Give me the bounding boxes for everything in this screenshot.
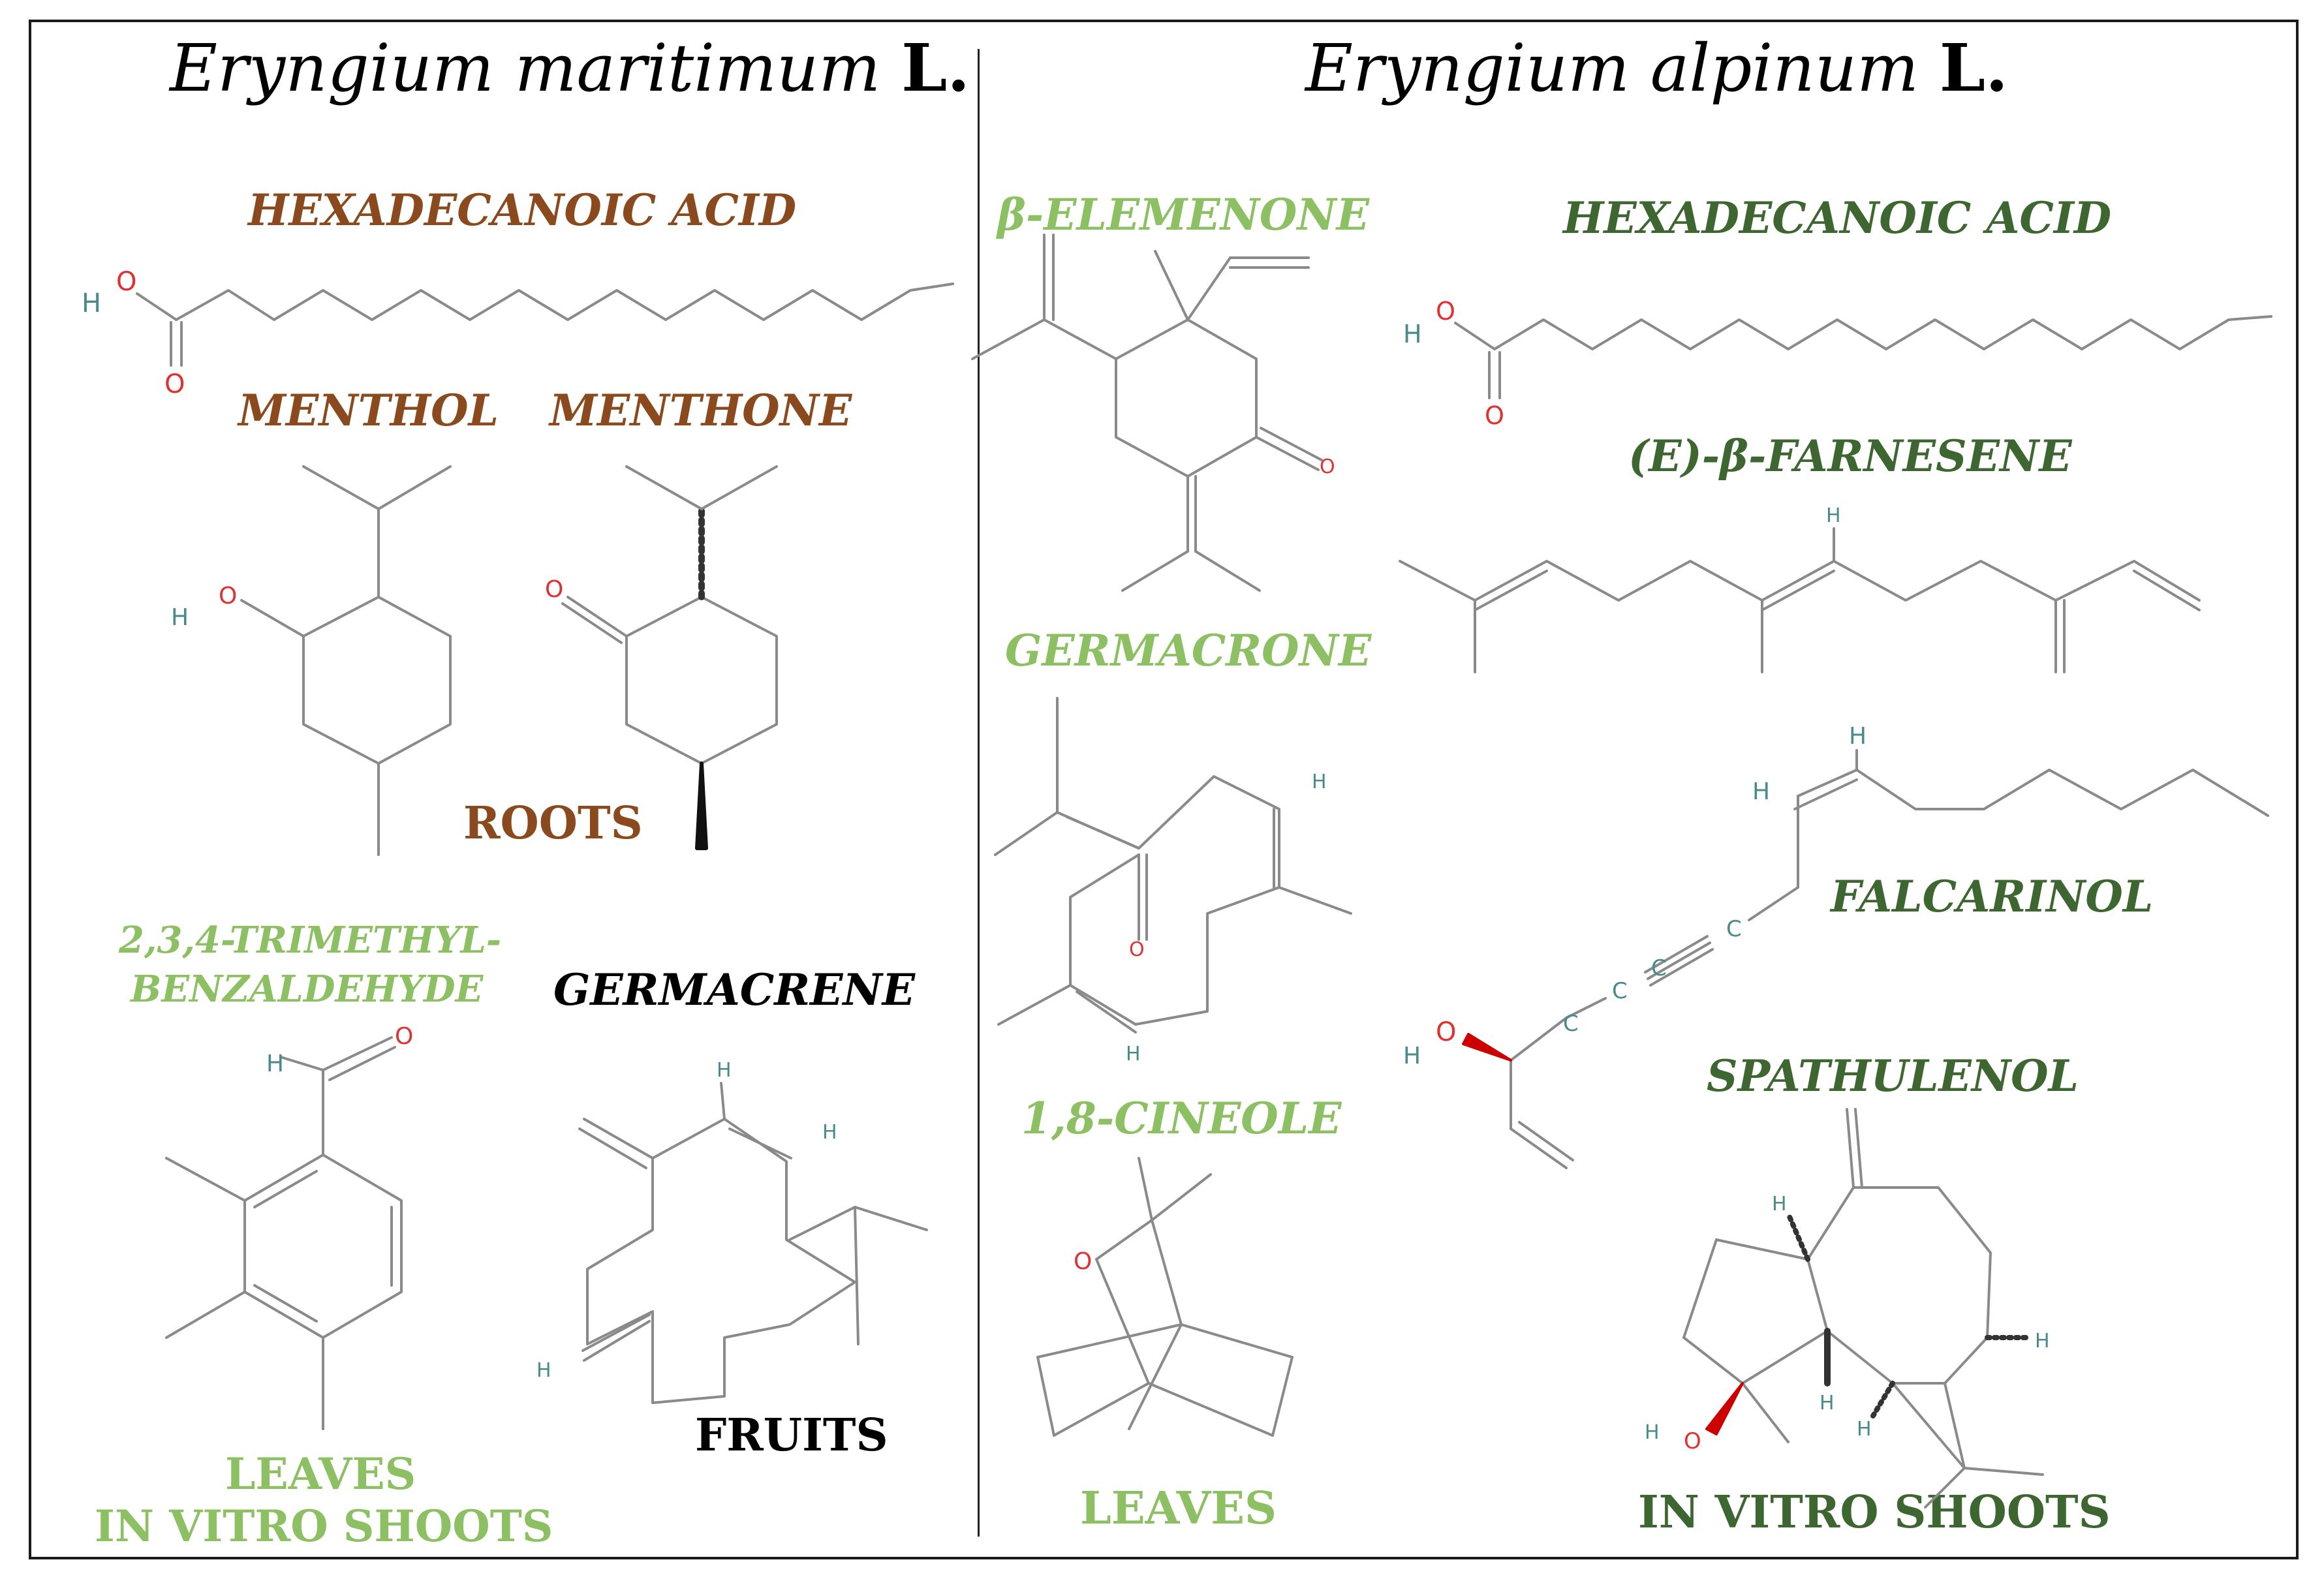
compound-label-trimethylbenzaldehyde-line1: 2,3,4-TRIMETHYL- bbox=[119, 919, 502, 962]
atom-hydrogen: H bbox=[1403, 320, 1422, 348]
structure-trimethylbenzaldehyde: O H bbox=[165, 1023, 413, 1430]
compound-label-menthol: MENTHOL bbox=[238, 385, 499, 436]
atom-hydrogen: H bbox=[1849, 723, 1867, 750]
atom-oxygen: O bbox=[116, 267, 136, 297]
right-panel-title: Eryngium alpinum L. bbox=[1305, 29, 2008, 106]
organ-label-fruits: FRUITS bbox=[695, 1409, 888, 1462]
atom-hydrogen: H bbox=[1772, 1193, 1787, 1216]
right-species-name: Eryngium alpinum bbox=[1305, 30, 1919, 106]
atom-carbon: C bbox=[1726, 916, 1742, 942]
organ-label-in-vitro-shoots-right: IN VITRO SHOOTS bbox=[1638, 1486, 2111, 1539]
structure-spathulenol: O H H H H H bbox=[1645, 1108, 2050, 1509]
atom-hydrogen: H bbox=[1645, 1421, 1660, 1444]
organ-label-leaves-right: LEAVES bbox=[1080, 1482, 1277, 1535]
left-panel-title: Eryngium maritimum L. bbox=[170, 29, 970, 106]
organ-label-roots: ROOTS bbox=[463, 797, 643, 850]
compound-label-spathulenol: SPATHULENOL bbox=[1707, 1050, 2079, 1101]
left-species-name: Eryngium maritimum bbox=[170, 30, 881, 106]
atom-hydrogen: H bbox=[536, 1359, 551, 1382]
atom-hydrogen: H bbox=[2035, 1330, 2050, 1353]
atom-hydrogen: H bbox=[1403, 1043, 1421, 1069]
atom-oxygen: O bbox=[545, 576, 563, 603]
atom-carbon: C bbox=[1563, 1011, 1579, 1037]
compound-label-germacrone: GERMACRONE bbox=[1005, 625, 1372, 676]
atom-hydrogen: H bbox=[822, 1121, 837, 1144]
structure-beta-elemenone: O bbox=[971, 234, 1335, 592]
compound-label-e-beta-farnesene: (E)-β-FARNESENE bbox=[1628, 431, 2072, 482]
atom-hydrogen: H bbox=[1826, 504, 1841, 527]
organ-label-in-vitro-shoots-left: IN VITRO SHOOTS bbox=[95, 1501, 553, 1552]
atom-oxygen: O bbox=[1320, 455, 1335, 478]
compound-label-beta-elemenone: β-ELEMENONE bbox=[997, 189, 1370, 240]
structure-menthol: O H bbox=[171, 465, 452, 856]
atom-hydrogen: H bbox=[717, 1059, 732, 1082]
atom-oxygen: O bbox=[1129, 938, 1145, 961]
atom-carbon: C bbox=[1612, 978, 1628, 1004]
atom-carbon: C bbox=[1651, 955, 1667, 981]
atom-oxygen: O bbox=[1436, 1017, 1456, 1047]
compound-label-menthone: MENTHONE bbox=[550, 385, 852, 436]
structure-germacrone: O H H bbox=[994, 697, 1352, 1065]
left-species-author: L. bbox=[901, 29, 970, 106]
atom-oxygen: O bbox=[164, 369, 185, 399]
atom-hydrogen: H bbox=[1126, 1043, 1141, 1065]
atom-oxygen: O bbox=[1074, 1248, 1092, 1275]
right-species-author: L. bbox=[1939, 29, 2008, 106]
atom-hydrogen: H bbox=[171, 604, 189, 631]
structure-falcarinol: C C C C O H H H bbox=[1403, 723, 2269, 1169]
organ-label-leaves-left: LEAVES bbox=[225, 1449, 416, 1499]
atom-hydrogen: H bbox=[1752, 778, 1770, 805]
atom-hydrogen: H bbox=[1312, 771, 1327, 793]
atom-oxygen: O bbox=[1436, 297, 1455, 326]
compound-label-hexadecanoic-acid-right: HEXADECANOIC ACID bbox=[1563, 192, 2112, 243]
atom-hydrogen: H bbox=[1820, 1392, 1835, 1415]
compound-label-hexadecanoic-acid-left: HEXADECANOIC ACID bbox=[248, 185, 797, 236]
atom-hydrogen: H bbox=[266, 1050, 284, 1077]
structure-hexadecanoic-acid-right: O H O bbox=[1403, 297, 2272, 430]
atom-oxygen: O bbox=[395, 1023, 413, 1050]
structure-hexadecanoic-acid-left: O H O bbox=[82, 267, 954, 399]
atom-oxygen: O bbox=[1485, 401, 1504, 430]
structure-menthone: O bbox=[545, 465, 778, 850]
compound-label-germacrene: GERMACRENE bbox=[553, 964, 916, 1015]
structure-e-beta-farnesene: H bbox=[1399, 504, 2201, 673]
structure-cineole: O bbox=[1036, 1157, 1294, 1437]
panel-divider bbox=[978, 49, 980, 1537]
structure-germacrene: H H H bbox=[536, 1059, 928, 1404]
atom-oxygen: O bbox=[1684, 1428, 1701, 1454]
atom-oxygen: O bbox=[219, 583, 237, 609]
atom-hydrogen: H bbox=[1857, 1418, 1872, 1441]
figure-frame bbox=[29, 20, 2299, 1559]
compound-label-trimethylbenzaldehyde-line2: BENZALDEHYDE bbox=[131, 968, 484, 1011]
compound-label-cineole: 1,8-CINEOLE bbox=[1021, 1093, 1342, 1144]
compound-label-falcarinol: FALCARINOL bbox=[1831, 871, 2154, 922]
atom-hydrogen: H bbox=[82, 288, 101, 318]
